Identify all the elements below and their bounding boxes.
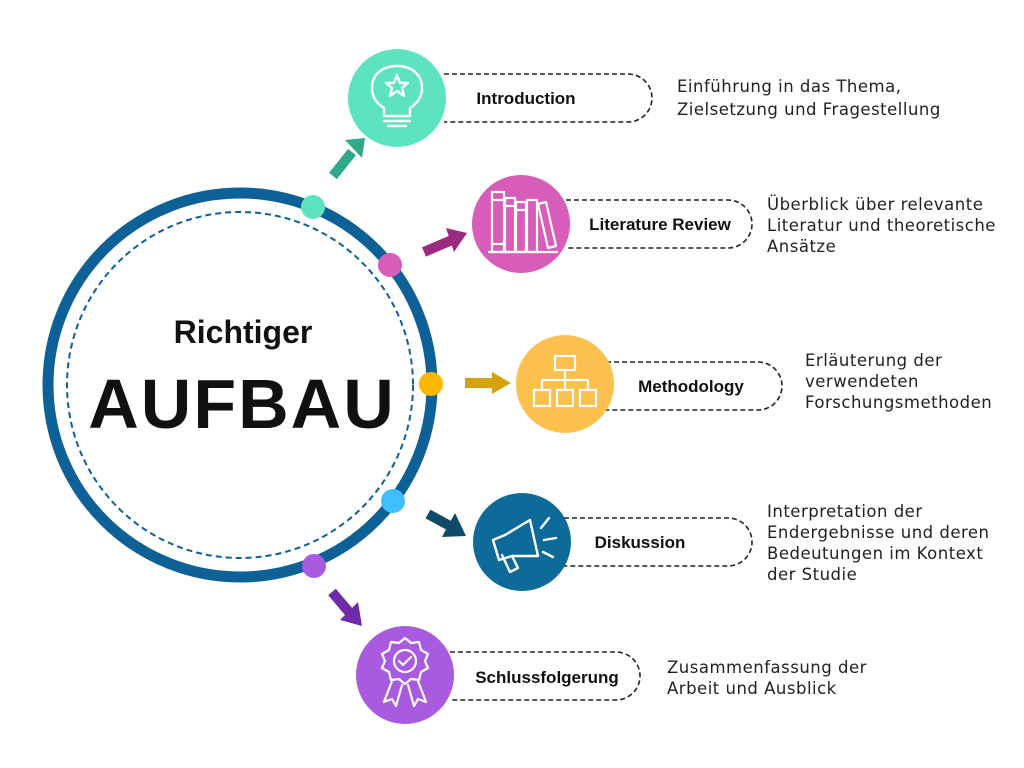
step-desc-line1: Einführung in das Thema, xyxy=(677,77,901,96)
title-line2: AUFBAU xyxy=(88,365,396,443)
step-desc-line3: Forschungsmethoden xyxy=(805,393,992,412)
megaphone-icon xyxy=(491,516,558,574)
step-label: Diskussion xyxy=(595,533,686,552)
award-badge-icon xyxy=(380,636,430,708)
step-diskussion: Diskussion Interpretation der Endergebni… xyxy=(473,493,990,591)
ring-dot-methodology xyxy=(419,372,443,396)
step-desc-line1: Interpretation der xyxy=(767,502,923,521)
hierarchy-chart-icon xyxy=(532,354,598,408)
label-pill xyxy=(606,361,783,411)
dashed-inner-ring xyxy=(66,211,414,559)
step-desc-line3: Ansätze xyxy=(767,237,836,256)
step-desc-line2: Zielsetzung und Fragestellung xyxy=(677,100,941,119)
icon-circle xyxy=(473,493,571,591)
icon-circle xyxy=(472,175,570,273)
step-desc-line1: Überblick über relevante xyxy=(767,195,983,214)
ring-dot-diskussion xyxy=(381,489,405,513)
label-pill xyxy=(566,199,753,249)
ring-dot-schluss xyxy=(302,554,326,578)
books-icon xyxy=(488,190,558,254)
icon-circle xyxy=(356,626,454,724)
label-pill xyxy=(564,517,753,567)
step-desc-line2: verwendeten xyxy=(805,372,919,391)
ring-dot-literature xyxy=(378,253,402,277)
title-line1: Richtiger xyxy=(174,314,313,350)
step-desc-line2: Endergebnisse und deren xyxy=(767,523,990,542)
step-desc-line1: Zusammenfassung der xyxy=(667,658,867,677)
arrow-literature xyxy=(422,228,467,257)
step-introduction: Introduction Einführung in das Thema, Zi… xyxy=(348,49,941,147)
step-label: Schlussfolgerung xyxy=(475,668,619,687)
lightbulb-star-icon xyxy=(370,64,424,128)
step-methodology: Methodology Erläuterung der verwendeten … xyxy=(516,335,992,433)
step-desc-line1: Erläuterung der xyxy=(805,351,942,370)
arrow-schluss xyxy=(328,588,362,626)
step-label: Methodology xyxy=(638,377,744,396)
arrow-introduction xyxy=(329,138,365,180)
step-label: Introduction xyxy=(476,89,575,108)
step-desc-line3: Bedeutungen im Kontext xyxy=(767,544,983,563)
arrow-diskussion xyxy=(425,509,466,537)
step-desc-line4: der Studie xyxy=(767,565,857,584)
step-literature-review: Literature Review Überblick über relevan… xyxy=(472,175,996,273)
label-pill xyxy=(450,651,641,701)
ring-dot-introduction xyxy=(301,195,325,219)
arrow-methodology xyxy=(465,372,511,394)
icon-circle xyxy=(348,49,446,147)
step-schlussfolgerung: Schlussfolgerung Zusammenfassung der Arb… xyxy=(356,626,867,724)
central-ring: Richtiger AUFBAU xyxy=(42,187,438,583)
step-desc-line2: Arbeit und Ausblick xyxy=(667,679,837,698)
step-label: Literature Review xyxy=(589,215,731,234)
step-desc-line2: Literatur und theoretische xyxy=(767,216,996,235)
label-pill xyxy=(444,73,653,123)
